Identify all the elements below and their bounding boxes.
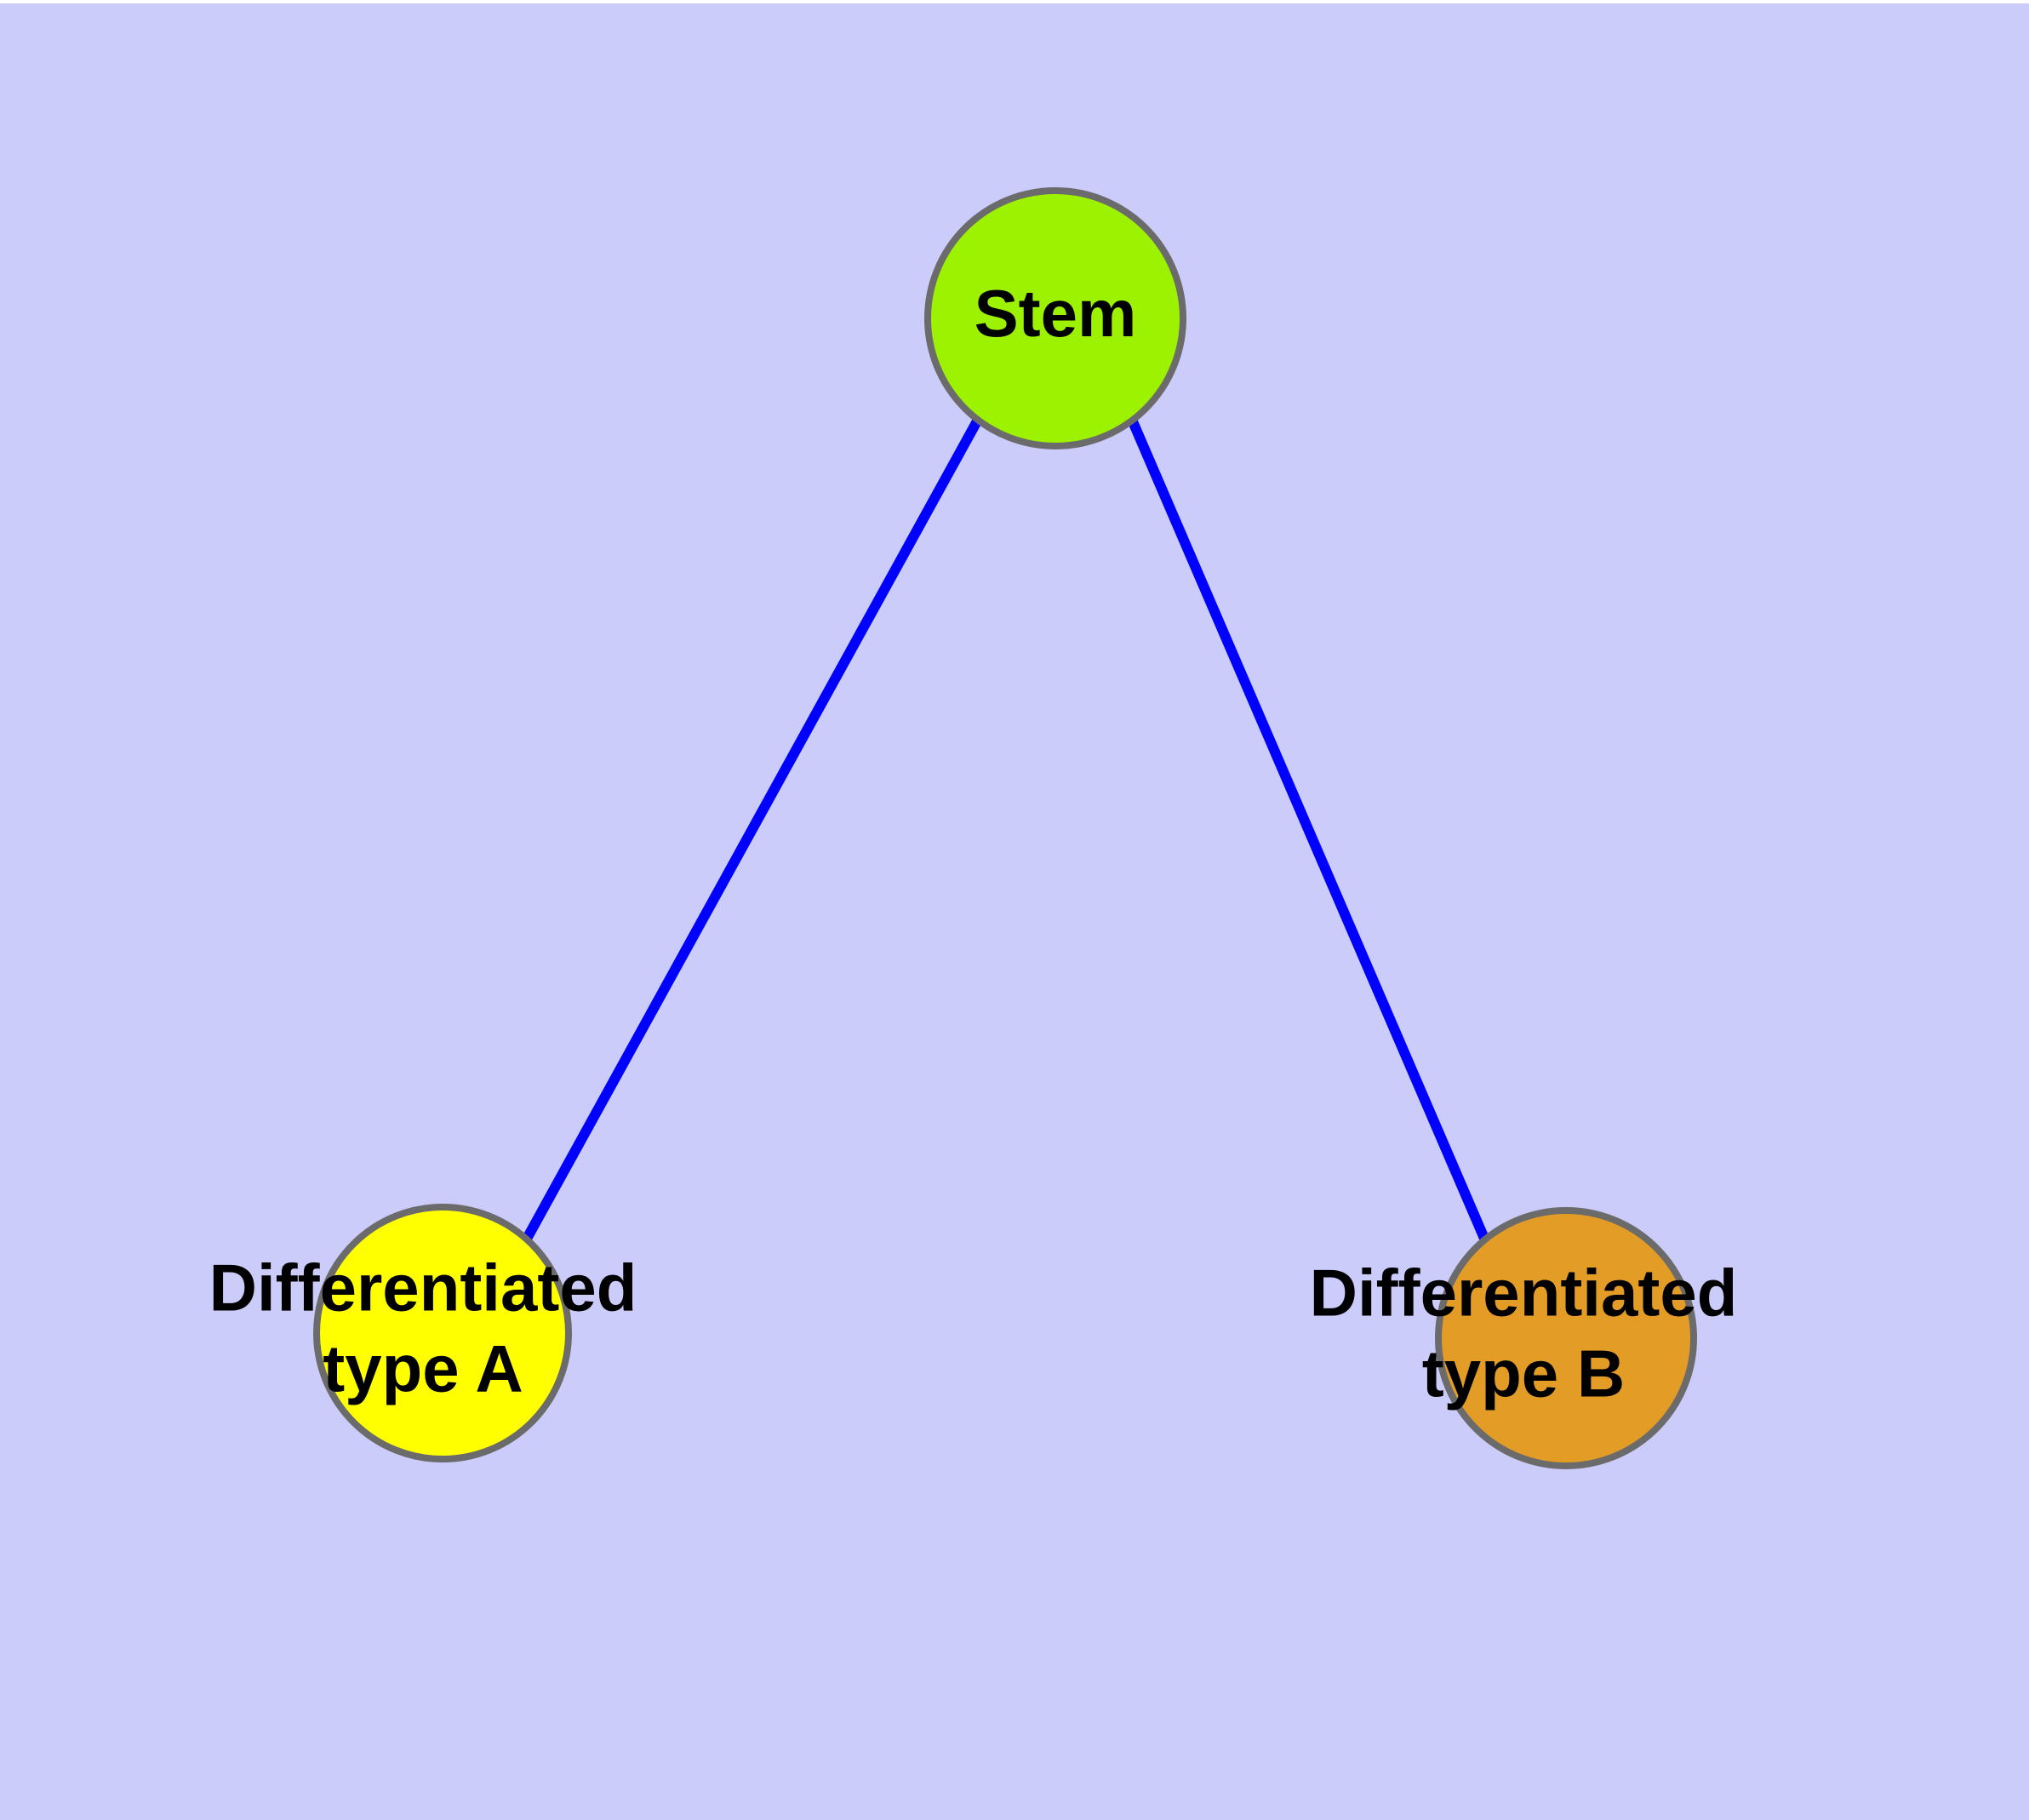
edge-stem-to-type-a[interactable] xyxy=(522,417,983,1241)
node-circle-differentiated-type-b[interactable] xyxy=(1435,1207,1697,1469)
node-circle-differentiated-type-a[interactable] xyxy=(313,1204,572,1462)
node-circle-stem[interactable] xyxy=(924,187,1186,449)
edge-stem-to-type-b[interactable] xyxy=(1127,417,1490,1243)
node-label-line: type A xyxy=(323,1331,523,1405)
node-label-line: Differentiated xyxy=(209,1250,637,1325)
node-label-line: Stem xyxy=(974,276,1137,351)
node-label-line: Differentiated xyxy=(1310,1255,1738,1330)
node-label-line: type B xyxy=(1422,1336,1625,1411)
node-label-stem: Stem xyxy=(974,276,1137,351)
node-layer xyxy=(313,187,1697,1469)
edge-layer xyxy=(522,417,1490,1243)
